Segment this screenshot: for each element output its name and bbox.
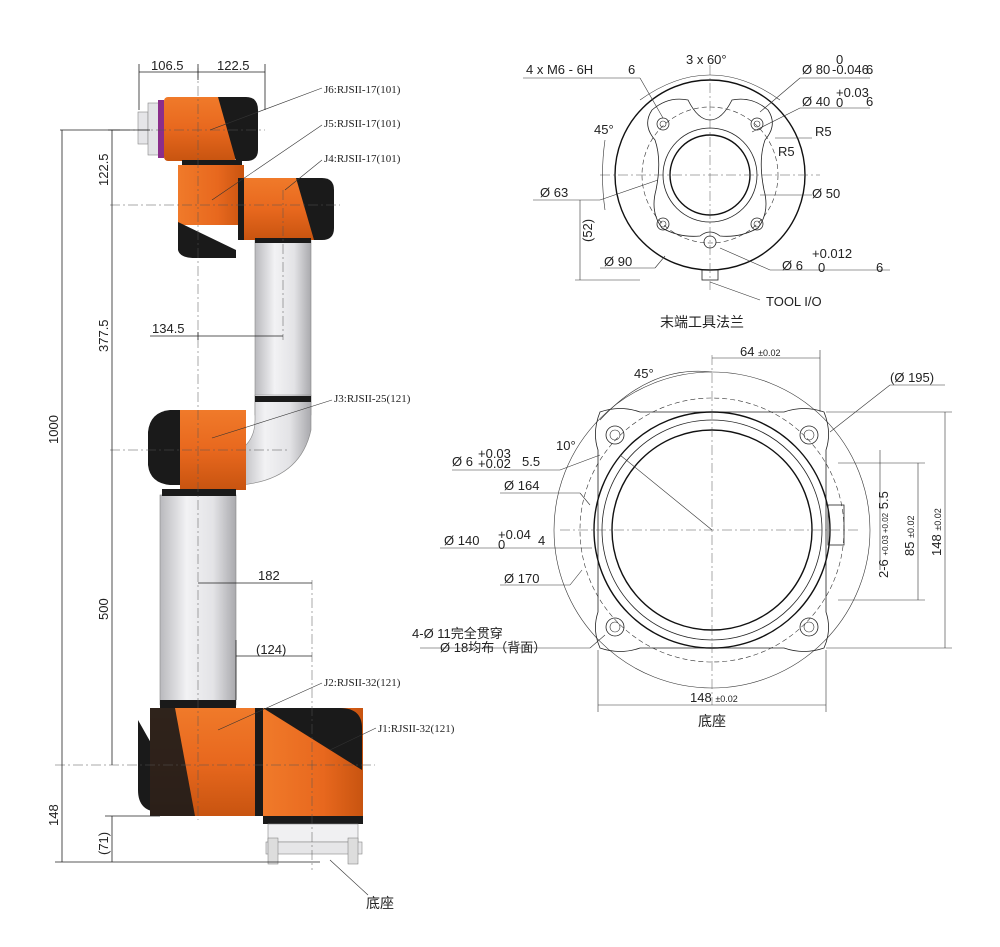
joint-j5 [178, 165, 244, 225]
base-d140-depth: 4 [538, 533, 545, 548]
flange-d6-depth: 6 [876, 260, 883, 275]
flange-r5-b: R5 [778, 144, 795, 159]
label-j6: J6:RJSII-17(101) [324, 84, 401, 96]
dim-182: 182 [258, 568, 280, 583]
flange-d6-tol-top: +0.012 [812, 246, 852, 261]
dim-106-5: 106.5 [151, 58, 184, 73]
base-view [420, 350, 952, 712]
label-j5: J5:RJSII-17(101) [324, 118, 401, 130]
base-side-slot: 2-6 +0.03 +0.02 5.5 [876, 491, 891, 578]
base-d140-tol-bot: 0 [498, 537, 505, 552]
flange-d6: Ø 6 [782, 258, 803, 273]
tool-flange-part [137, 111, 149, 145]
flange-d80-tol-bot: -0.046 [832, 62, 869, 77]
base-d85: 85 ±0.02 [902, 515, 917, 556]
base-holes-pcd: Ø 18均布（背面） [440, 640, 546, 655]
robot-arm [137, 97, 363, 865]
dim-122-5-side: 122.5 [96, 153, 111, 186]
robot-base [267, 823, 359, 843]
flange-holes-depth: 6 [628, 62, 635, 77]
flange-tool-io: TOOL I/O [766, 294, 822, 309]
flange-texts: 4 x M6 - 6H 6 3 x 60° Ø 80 0 -0.046 6 Ø … [526, 52, 883, 331]
dim-71: (71) [96, 832, 111, 855]
dim-134-5: 134.5 [152, 321, 185, 336]
base-holes: 4-Ø 11完全贯穿 [412, 626, 503, 641]
dim-122-5-top: 122.5 [217, 58, 250, 73]
base-d148-horizontal: 148 ±0.02 [690, 690, 738, 705]
flange-d80-depth: 6 [866, 62, 873, 77]
robot-centre-lines [55, 68, 375, 870]
robot-dimension-texts: 106.5 122.5 122.5 377.5 134.5 1000 500 1… [46, 58, 286, 855]
flange-d63: Ø 63 [540, 185, 568, 200]
flange-angle-45: 45° [594, 122, 614, 137]
base-angle-10: 10° [556, 438, 576, 453]
base-d6-tol-bot: +0.02 [478, 456, 511, 471]
flange-d40-tol-top: +0.03 [836, 85, 869, 100]
elbow-bend [239, 394, 312, 486]
flange-d40: Ø 40 [802, 94, 830, 109]
flange-caption: 末端工具法兰 [660, 315, 744, 331]
tool-flange-view [523, 65, 890, 301]
dim-124: (124) [256, 642, 286, 657]
dim-377-5: 377.5 [96, 319, 111, 352]
base-d64: 64 ±0.02 [740, 344, 781, 359]
dim-148: 148 [46, 804, 61, 826]
base-d140-tol-top: +0.04 [498, 527, 531, 542]
flange-d40-tol-bot: 0 [836, 95, 843, 110]
base-d170: Ø 170 [504, 571, 539, 586]
flange-d52: (52) [580, 219, 595, 242]
dim-1000: 1000 [46, 415, 61, 444]
label-j1: J1:RJSII-32(121) [378, 723, 455, 735]
flange-d80: Ø 80 [802, 62, 830, 77]
dim-500: 500 [96, 598, 111, 620]
joint-leaders: J6:RJSII-17(101) J5:RJSII-17(101) J4:RJS… [209, 84, 455, 912]
flange-d40-depth: 6 [866, 94, 873, 109]
base-texts: 64 ±0.02 45° (Ø 195) 10° Ø 6 +0.03 +0.02… [412, 344, 944, 730]
flange-d90: Ø 90 [604, 254, 632, 269]
base-d148-vertical: 148 ±0.02 [929, 508, 944, 556]
flange-holes-label: 4 x M6 - 6H [526, 62, 593, 77]
joint-j3-cap [148, 410, 184, 485]
tool-ring [158, 100, 164, 158]
robot-dimensions [55, 64, 320, 863]
base-d6-tol-top: +0.03 [478, 446, 511, 461]
base-d6: Ø 6 [452, 454, 473, 469]
base-d6-depth: 5.5 [522, 454, 540, 469]
joint-j6 [164, 97, 236, 161]
base-d164: Ø 164 [504, 478, 539, 493]
label-j2: J2:RJSII-32(121) [324, 677, 401, 689]
label-j4: J4:RJSII-17(101) [324, 153, 401, 165]
label-j3: J3:RJSII-25(121) [334, 393, 411, 405]
base-d195: (Ø 195) [890, 370, 934, 385]
base-d140: Ø 140 [444, 533, 479, 548]
flange-r5-a: R5 [815, 124, 832, 139]
flange-d80-tol-top: 0 [836, 52, 843, 67]
flange-d50: Ø 50 [812, 186, 840, 201]
robot-base-label: 底座 [366, 896, 394, 912]
flange-angle-3x60: 3 x 60° [686, 52, 727, 67]
base-angle-45: 45° [634, 366, 654, 381]
base-caption: 底座 [698, 714, 726, 730]
flange-d6-tol-bot: 0 [818, 260, 825, 275]
